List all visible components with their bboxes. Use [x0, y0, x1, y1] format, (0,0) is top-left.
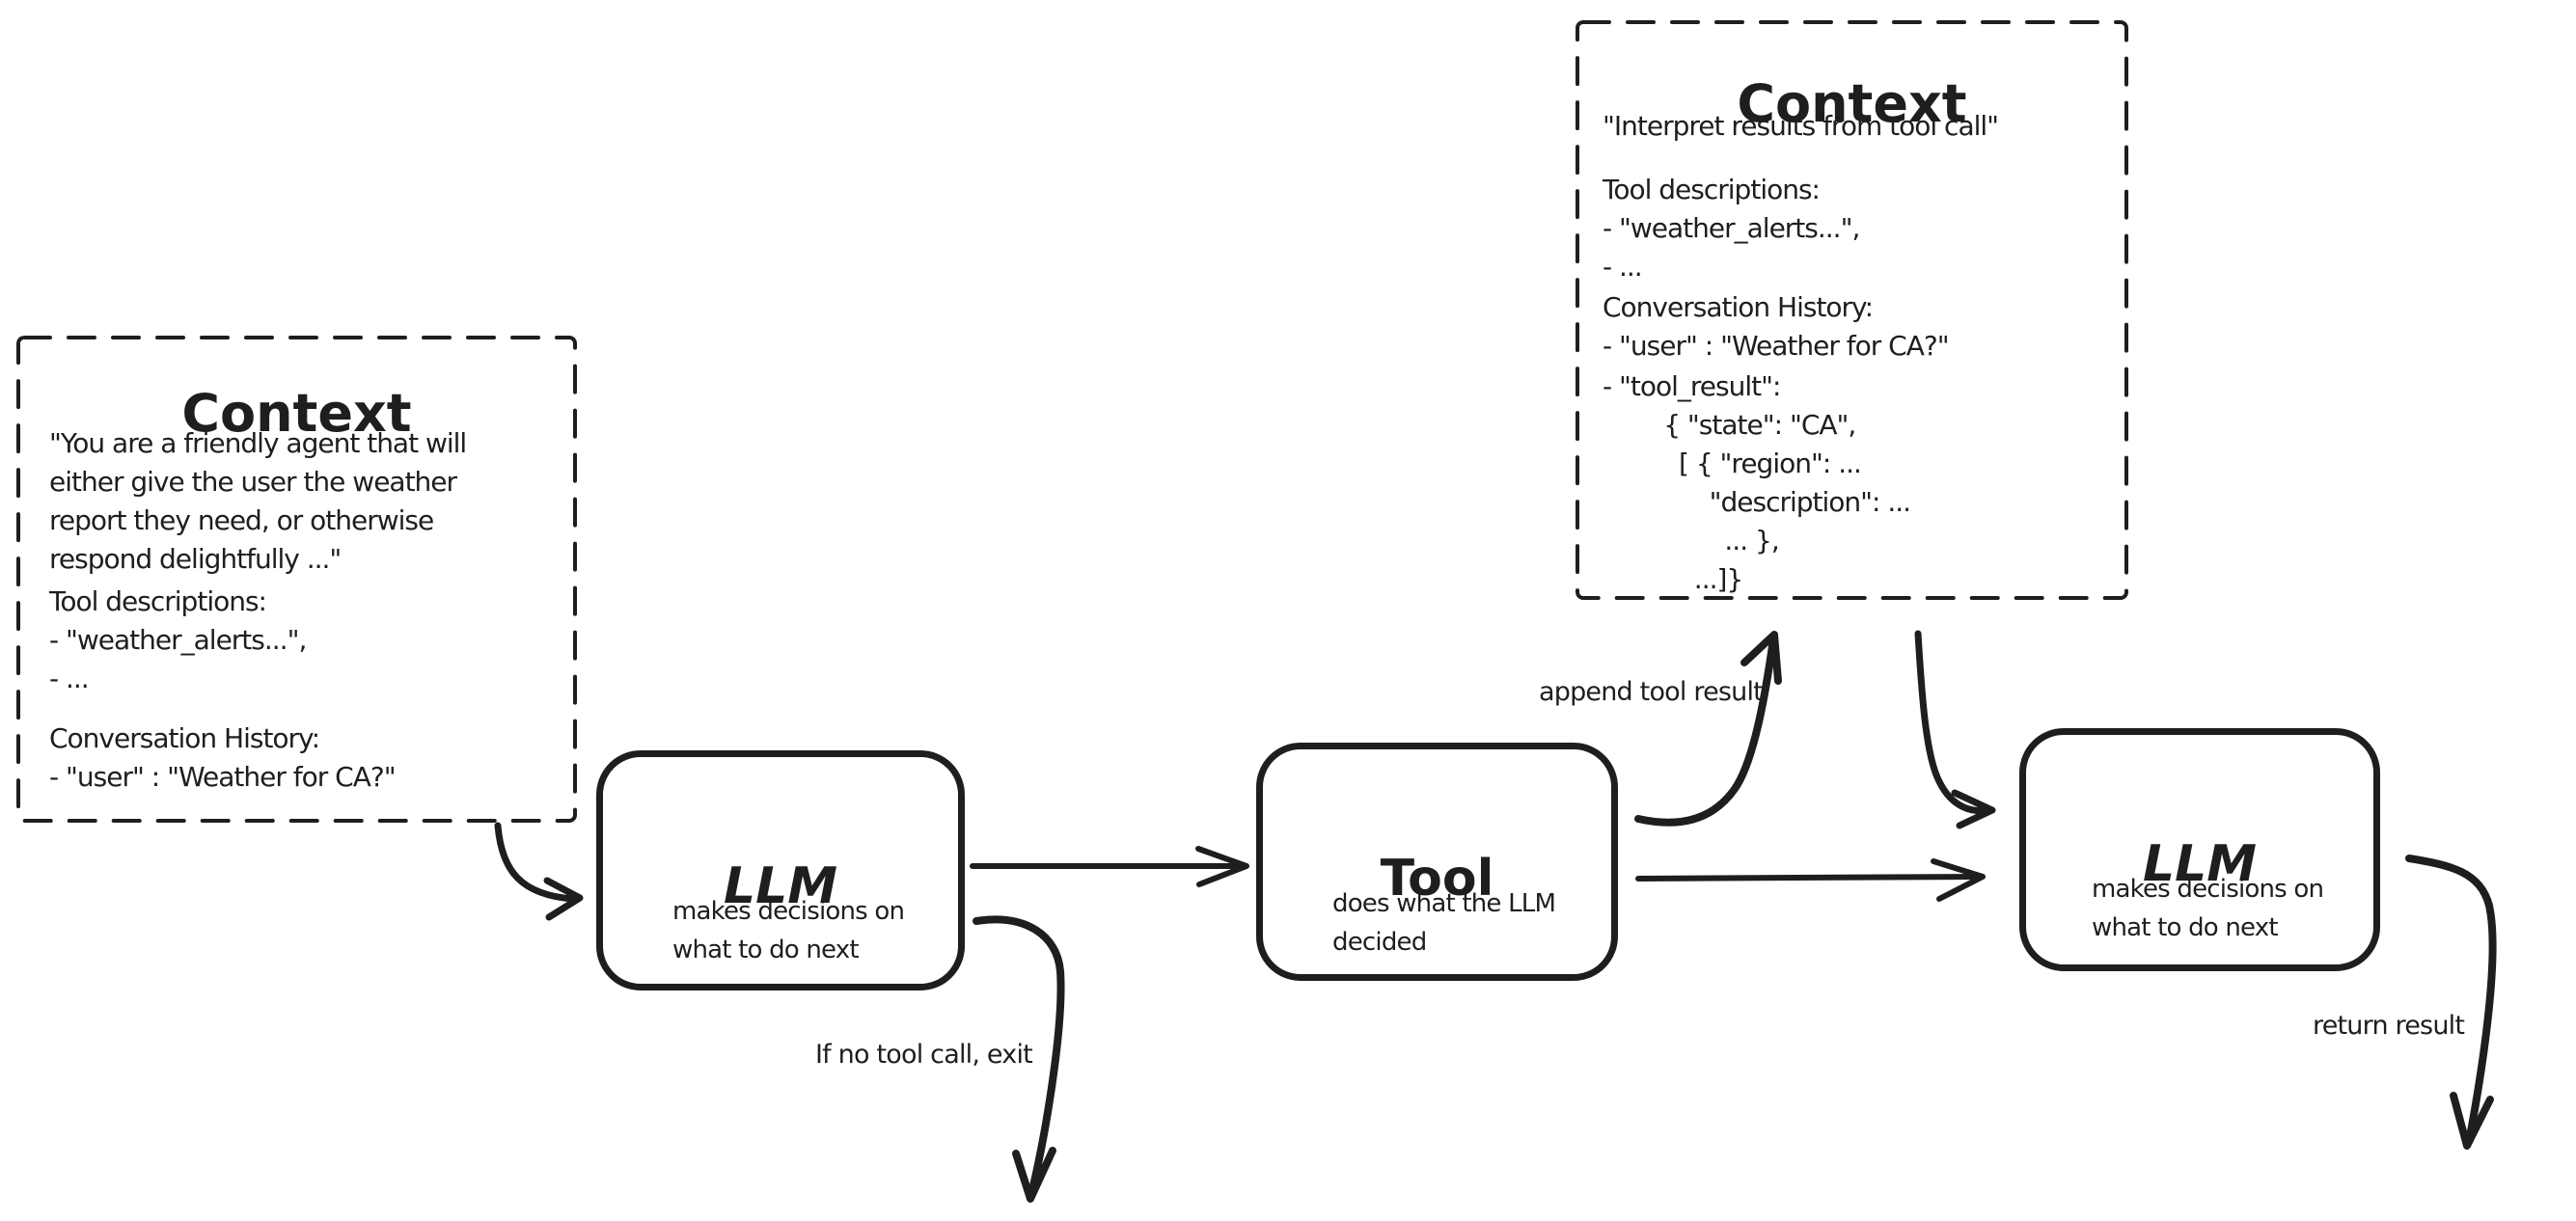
context-line: - "tool_result": — [1603, 370, 1781, 402]
context-line: either give the user the weather — [49, 466, 457, 498]
llm-first-subtitle: makes decisions on what to do next — [672, 892, 905, 969]
context-line: - "user" : "Weather for CA?" — [1603, 330, 1950, 362]
context-line: ...]} — [1603, 563, 1743, 595]
context-line: - "weather_alerts...", — [49, 624, 307, 656]
llm-second-title: LLM — [2142, 835, 2257, 893]
tool-subtitle: does what the LLM decided — [1332, 884, 1556, 962]
llm-second-subtitle: makes decisions on what to do next — [2092, 870, 2324, 947]
llm-first-title: LLM — [723, 857, 837, 915]
tool-result-json-text: - "tool_result": { "state": "CA", [ { "r… — [1603, 367, 2119, 599]
context-line: - ... — [1603, 251, 1643, 283]
label-if-no-tool-call-exit: If no tool call, exit — [815, 1040, 1033, 1070]
llm-node-second: LLM makes decisions on what to do next — [2019, 728, 2380, 971]
context-line: "description": ... — [1603, 486, 1912, 518]
context-box-tool-result: Context "Interpret results from tool cal… — [1576, 22, 2128, 598]
label-return-result: return result — [2313, 1011, 2465, 1041]
context-line: ... }, — [1603, 525, 1779, 556]
interpret-results-text: "Interpret results from tool call" — [1603, 107, 2119, 146]
conversation-history-text: Conversation History: - "user" : "Weathe… — [1603, 288, 2119, 366]
label-append-tool-result: append tool result — [1539, 677, 1764, 707]
context-line: [ { "region": ... — [1603, 448, 1862, 479]
context-line: "Interpret results from tool call" — [1603, 110, 1999, 142]
context-initial-title: Context — [181, 382, 412, 444]
subtitle-line: decided — [1332, 928, 1427, 957]
context-line: report they need, or otherwise — [49, 504, 434, 536]
subtitle-line: does what the LLM — [1332, 889, 1556, 918]
subtitle-line: makes decisions on — [672, 897, 905, 926]
arrow-context-to-llm1 — [494, 822, 584, 921]
context-tool-result-title: Context — [1737, 72, 1967, 134]
tool-title: Tool — [1380, 850, 1494, 908]
context-line: - "user" : "Weather for CA?" — [49, 761, 397, 793]
arrow-llm1-to-tool — [970, 846, 1249, 887]
context-box-initial: Context "You are a friendly agent that w… — [16, 336, 577, 822]
llm-node-first: LLM makes decisions on what to do next — [596, 750, 965, 990]
arrow-llm2-return — [2405, 855, 2497, 1150]
tool-descriptions-text: Tool descriptions: - "weather_alerts..."… — [49, 583, 567, 698]
context-line: - "weather_alerts...", — [1603, 212, 1860, 244]
context-line: Conversation History: — [49, 722, 320, 754]
subtitle-line: what to do next — [672, 936, 860, 964]
context-line: "You are a friendly agent that will — [49, 427, 467, 459]
context-line: - ... — [49, 663, 90, 694]
tool-descriptions-text: Tool descriptions: - "weather_alerts..."… — [1603, 171, 2119, 286]
arrow-tool-to-llm2 — [1635, 858, 1986, 902]
arrow-context-to-llm2 — [1914, 630, 1996, 829]
system-prompt-text: "You are a friendly agent that will eith… — [49, 424, 567, 579]
context-line: respond delightfully ..." — [49, 543, 342, 575]
tool-node: Tool does what the LLM decided — [1256, 743, 1618, 981]
context-line: Conversation History: — [1603, 291, 1874, 323]
subtitle-line: what to do next — [2092, 913, 2279, 942]
context-line: Tool descriptions: — [1603, 174, 1821, 205]
arrow-tool-to-context — [1634, 631, 1782, 827]
subtitle-line: makes decisions on — [2092, 875, 2324, 904]
conversation-history-text: Conversation History: - "user" : "Weathe… — [49, 719, 567, 797]
context-line: { "state": "CA", — [1603, 409, 1856, 441]
context-line: Tool descriptions: — [49, 585, 267, 617]
